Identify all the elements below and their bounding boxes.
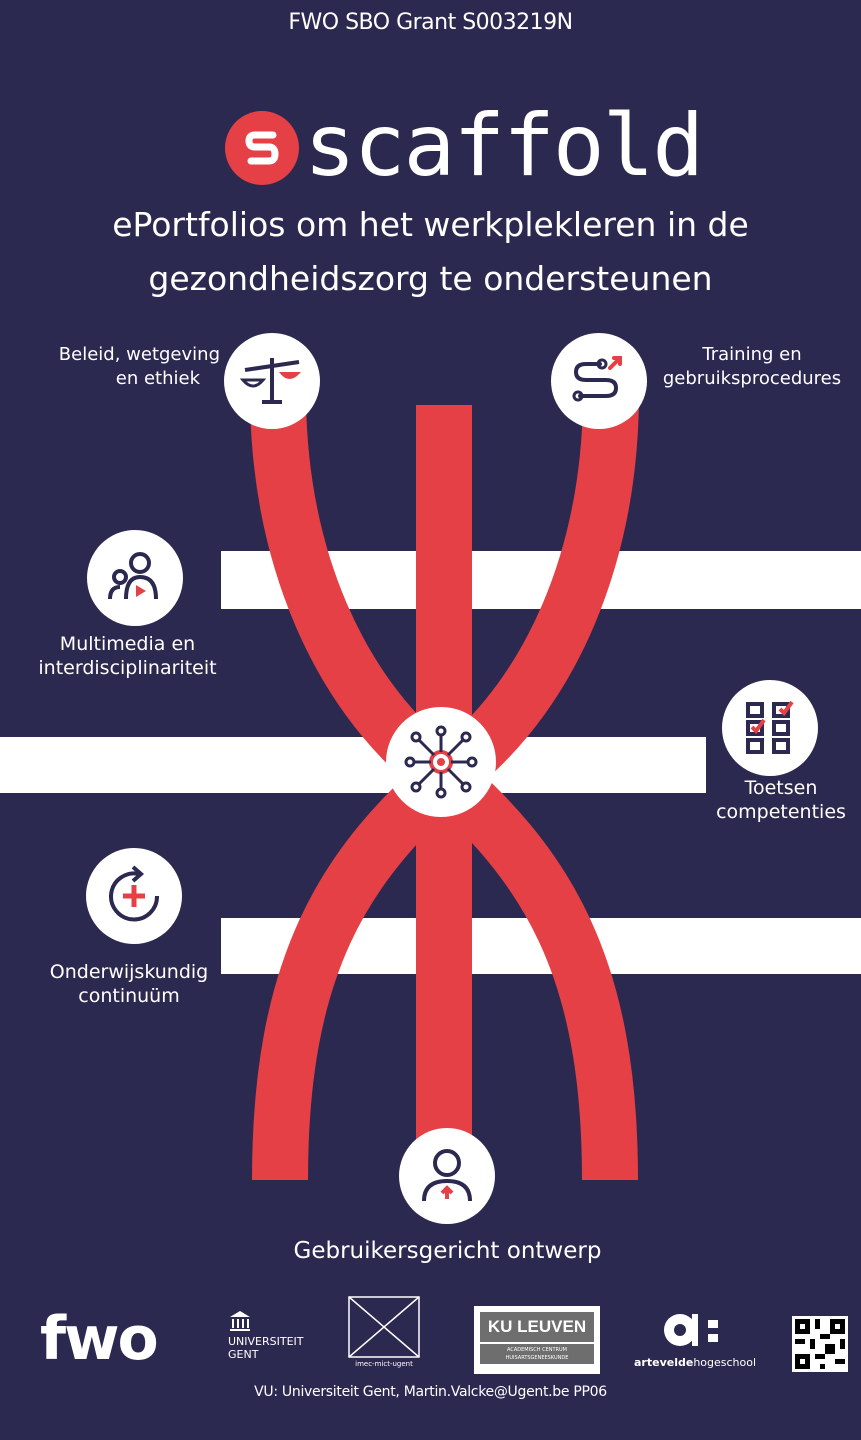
topic-policy-line-1: Beleid, wetgeving [58, 344, 220, 365]
grant-number: FWO SBO Grant S003219N [288, 10, 573, 35]
topic-policy-line-2: en ethiek [115, 368, 200, 389]
topic-multimedia-line-2: interdisciplinariteit [38, 657, 217, 679]
footer-contact: VU: Universiteit Gent, Martin.Valcke@Uge… [254, 1384, 607, 1400]
subtitle-line-1: ePortfolios om het werkplekleren in de [112, 205, 749, 244]
kuleuven-logo: KU LEUVEN ACADEMISCH CENTRUM HUISARTSGEN… [474, 1306, 600, 1374]
topic-training-label: Training en gebruiksprocedures [652, 343, 852, 391]
white-bar-middle-left [0, 737, 395, 793]
topic-continuum-line-1: Onderwijskundig [49, 961, 209, 983]
topic-tests-line-2: competenties [716, 801, 846, 823]
fwo-logo: fwo [40, 1304, 159, 1374]
user-icon [399, 1128, 495, 1224]
topic-multimedia-label: Multimedia en interdisciplinariteit [0, 632, 255, 680]
topic-training-line-1: Training en [702, 344, 802, 365]
ugent-line-1: UNIVERSITEIT [228, 1335, 304, 1348]
scaffold-logo-icon [225, 111, 299, 185]
ugent-line-2: GENT [228, 1348, 259, 1361]
cycle-plus-icon [86, 848, 182, 944]
topic-user-label: Gebruikersgericht ontwerp [293, 1238, 602, 1264]
topic-policy-label: Beleid, wetgeving en ethiek [30, 343, 220, 391]
imec-text: imec-mict-ugent [355, 1360, 413, 1368]
artevelde-text-b: hogeschool [693, 1356, 757, 1369]
topic-tests-label: Toetsen competenties [706, 776, 856, 824]
kuleuven-title: KU LEUVEN [480, 1312, 594, 1342]
artevelde-logo: arteveldehogeschool [634, 1306, 774, 1369]
kuleuven-sub-1: ACADEMISCH CENTRUM [507, 1347, 567, 1353]
artevelde-text-a: artevelde [634, 1356, 694, 1369]
topic-multimedia-line-1: Multimedia en [59, 633, 196, 655]
ugent-logo: UNIVERSITEIT GENT [228, 1310, 328, 1361]
poster-subtitle: ePortfolios om het werkplekleren in de g… [0, 198, 861, 306]
imec-cross-icon [348, 1296, 420, 1358]
scales-icon [224, 333, 320, 429]
network-hub-icon [386, 707, 496, 817]
imec-logo: imec-mict-ugent [348, 1296, 420, 1368]
kuleuven-subtitle: ACADEMISCH CENTRUM HUISARTSGENEESKUNDE [480, 1344, 594, 1364]
topic-training-line-2: gebruiksprocedures [662, 368, 842, 389]
subtitle-line-2: gezondheidszorg te ondersteunen [148, 259, 713, 298]
route-icon [551, 333, 647, 429]
ugent-building-icon [230, 1311, 250, 1331]
topic-tests-line-1: Toetsen [744, 777, 818, 799]
brand-name: scaffold [304, 96, 704, 196]
people-video-icon [87, 530, 183, 626]
kuleuven-sub-2: HUISARTSGENEESKUNDE [505, 1355, 569, 1361]
artevelde-mark-icon [664, 1314, 718, 1346]
checklist-icon [722, 680, 818, 776]
qr-code-icon [792, 1316, 848, 1372]
artevelde-text: arteveldehogeschool [634, 1356, 774, 1369]
topic-continuum-line-2: continuüm [78, 985, 180, 1007]
topic-continuum-label: Onderwijskundig continuüm [14, 960, 244, 1008]
